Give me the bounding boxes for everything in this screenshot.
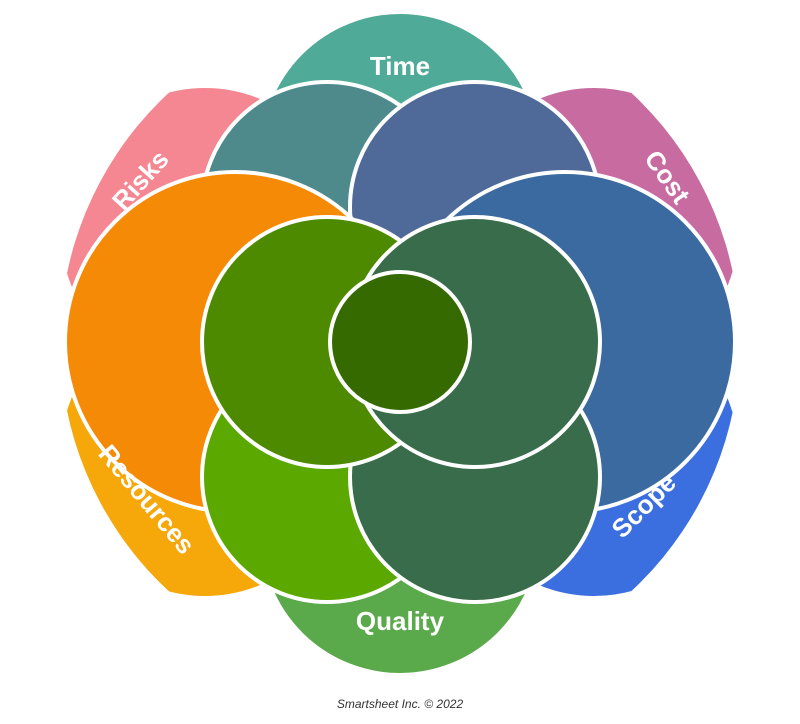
time-label: Time [370, 51, 430, 81]
copyright-credit: Smartsheet Inc. © 2022 [336, 697, 464, 711]
core-circle [328, 270, 472, 414]
quality-label: Quality [356, 606, 445, 636]
